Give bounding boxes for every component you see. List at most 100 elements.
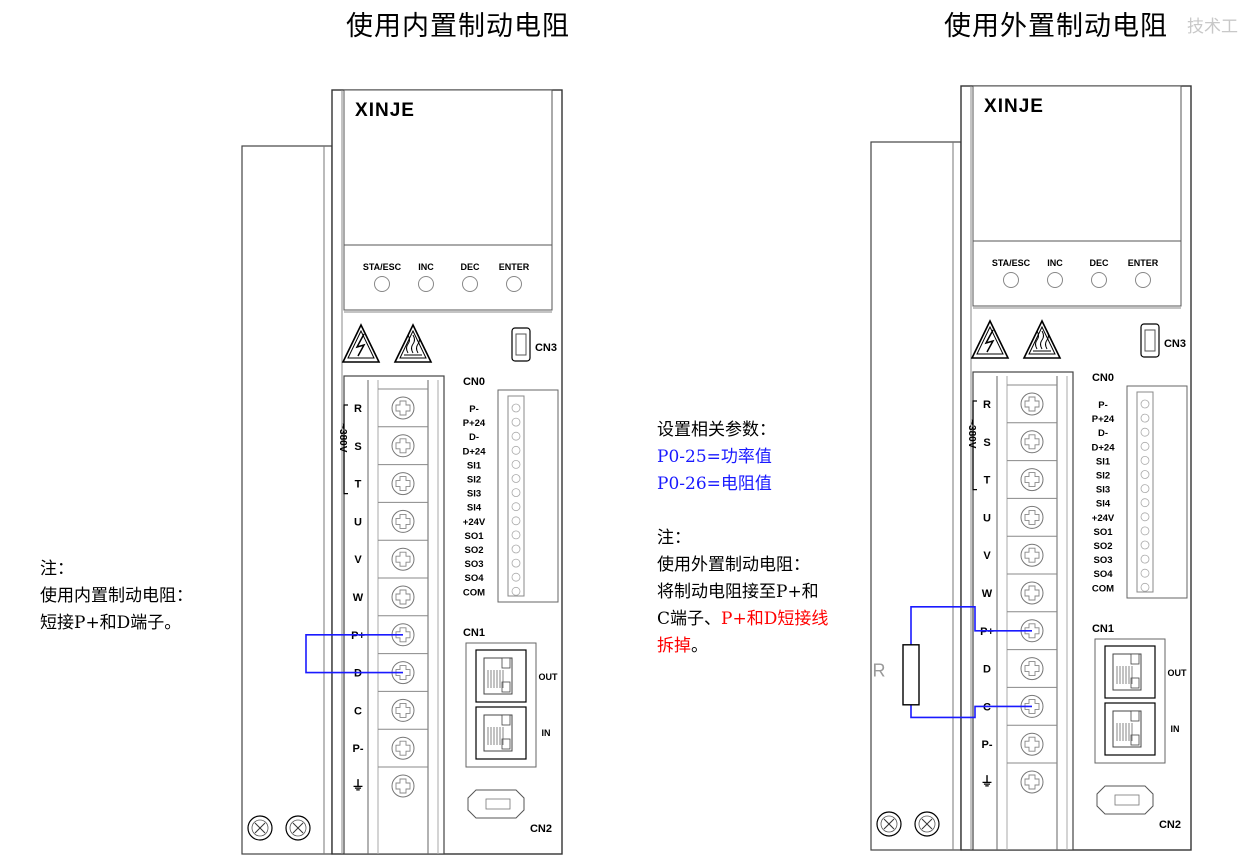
param-resistance: P0-26=电阻值 — [657, 474, 772, 494]
cn0-pin-label-8: +24V — [1092, 513, 1115, 524]
base-screw-1-inner — [251, 819, 269, 837]
cn0-pin-label-4: SI1 — [467, 460, 482, 471]
terminal-label-9: P- — [353, 743, 364, 755]
cn3-label: CN3 — [1164, 338, 1186, 350]
terminal-label-6: P+ — [980, 626, 994, 638]
panel-button-3 — [1135, 272, 1151, 288]
screw-cross-8 — [395, 702, 411, 718]
cn0-pin-5 — [511, 474, 521, 483]
wire-pplus-to-resistor — [910, 605, 1032, 645]
screw-cross-10 — [1024, 774, 1040, 790]
panel-button-3 — [506, 276, 522, 292]
button-label-1: INC — [418, 262, 434, 272]
cn0-pin-label-2: D- — [1098, 428, 1108, 439]
lightning-glyph — [984, 329, 995, 353]
cn1-out-port-led — [501, 657, 511, 669]
terminal-screw-9 — [1020, 732, 1044, 756]
hot-surface-icon-inner — [399, 329, 427, 359]
cn0-pin-6 — [511, 488, 521, 498]
screw-cross-3 — [1024, 509, 1040, 525]
panel-button-2 — [1091, 272, 1107, 288]
terminal-screw-10 — [1020, 770, 1044, 794]
screw-cross-4 — [395, 551, 411, 567]
cn1-in-port-led — [501, 714, 511, 726]
cn1-out-port-led — [1130, 653, 1140, 665]
terminal-label-8: C — [354, 705, 362, 717]
screw-cross-10 — [395, 778, 411, 794]
note-line4-black: 。 — [691, 636, 708, 656]
voltage-bracket — [972, 400, 977, 491]
screw-cross-6 — [1024, 623, 1040, 639]
cn0-pin-label-12: SO4 — [464, 573, 484, 584]
cn0-pin-label-7: SI4 — [467, 503, 482, 514]
cn1-out-label: OUT — [1168, 668, 1188, 678]
cn0-pin-label-0: P- — [1098, 400, 1108, 411]
electric-hazard-icon — [341, 323, 381, 363]
note-line3: C端子、P+和D短接线 — [657, 606, 828, 633]
cn1-in-port-led-2 — [501, 738, 511, 750]
terminal-label-3: U — [354, 516, 362, 528]
cn0-pin-9 — [1140, 526, 1150, 536]
button-label-3: ENTER — [499, 262, 530, 272]
terminal-screw-3 — [391, 509, 415, 533]
brand-logo: XINJE — [355, 100, 415, 121]
drive-back-panel — [870, 141, 962, 851]
cn0-pin-10 — [511, 544, 521, 554]
terminal-label-8: C — [983, 701, 991, 713]
cn0-housing — [1126, 385, 1188, 599]
left-note-line2: 短接P+和D端子。 — [40, 613, 182, 633]
terminal-label-4: V — [354, 554, 362, 566]
button-label-2: DEC — [460, 262, 480, 272]
terminal-screw-2 — [391, 472, 415, 496]
cn0-pin-1 — [1140, 413, 1150, 423]
cn1-out-port-led-2 — [1130, 677, 1140, 689]
title-external-resistor: 使用外置制动电阻 — [944, 11, 1168, 42]
heat-waves-glyph — [406, 334, 420, 354]
screw-cross-0 — [1024, 396, 1040, 412]
terminal-label-2: T — [984, 475, 991, 487]
brand-logo: XINJE — [984, 96, 1044, 117]
terminal-label-9: P- — [982, 739, 993, 751]
left-note-line1: 使用内置制动电阻： — [40, 586, 193, 606]
params-heading: 设置相关参数： — [657, 420, 776, 440]
base-screw-2-inner — [289, 819, 307, 837]
cn0-pin-6 — [1140, 484, 1150, 494]
cn0-pin-label-0: P- — [469, 404, 479, 415]
terminal-label-7: D — [354, 668, 362, 680]
note-line4-red: 拆掉 — [657, 636, 691, 656]
cn0-pin-label-6: SI3 — [1096, 485, 1110, 496]
terminal-screw-1 — [391, 434, 415, 458]
display-window — [343, 89, 553, 246]
terminal-label-4: V — [983, 550, 991, 562]
terminal-label-2: T — [355, 479, 362, 491]
cn0-pin-9 — [511, 530, 521, 540]
cn0-label: CN0 — [463, 376, 485, 388]
screw-cross-7 — [395, 665, 411, 681]
cn0-pin-label-8: +24V — [463, 517, 486, 528]
screw-cross-4 — [1024, 547, 1040, 563]
base-screw-1-slot-b — [254, 822, 266, 834]
terminal-label-5: W — [982, 588, 993, 600]
terminal-screw-10 — [391, 774, 415, 798]
terminal-label-10: ⏚ — [351, 778, 364, 793]
terminal-screw-3 — [1020, 505, 1044, 529]
note-line3-black: C端子、 — [657, 609, 722, 629]
cn0-pin-2 — [511, 431, 521, 441]
screw-cross-7 — [1024, 661, 1040, 677]
terminal-screw-5 — [1020, 581, 1044, 605]
terminal-label-1: S — [983, 437, 990, 449]
cn0-pin-2 — [1140, 427, 1150, 437]
terminal-screw-2 — [1020, 468, 1044, 492]
middle-note: 设置相关参数： P0-25=功率值 P0-26=电阻值 注： 使用外置制动电阻：… — [657, 417, 828, 660]
cn1-out-label: OUT — [539, 672, 559, 682]
cn0-pin-3 — [511, 445, 521, 455]
cn1-label: CN1 — [1092, 623, 1114, 635]
cn0-pin-label-10: SO2 — [1093, 541, 1112, 552]
screw-cross-5 — [1024, 585, 1040, 601]
cn0-pin-label-3: D+24 — [463, 446, 487, 457]
cn0-pin-4 — [1140, 455, 1150, 465]
cn0-pin-label-4: SI1 — [1096, 456, 1111, 467]
wire-resistor-to-c — [910, 702, 1032, 719]
cn1-in-port-led — [1130, 710, 1140, 722]
